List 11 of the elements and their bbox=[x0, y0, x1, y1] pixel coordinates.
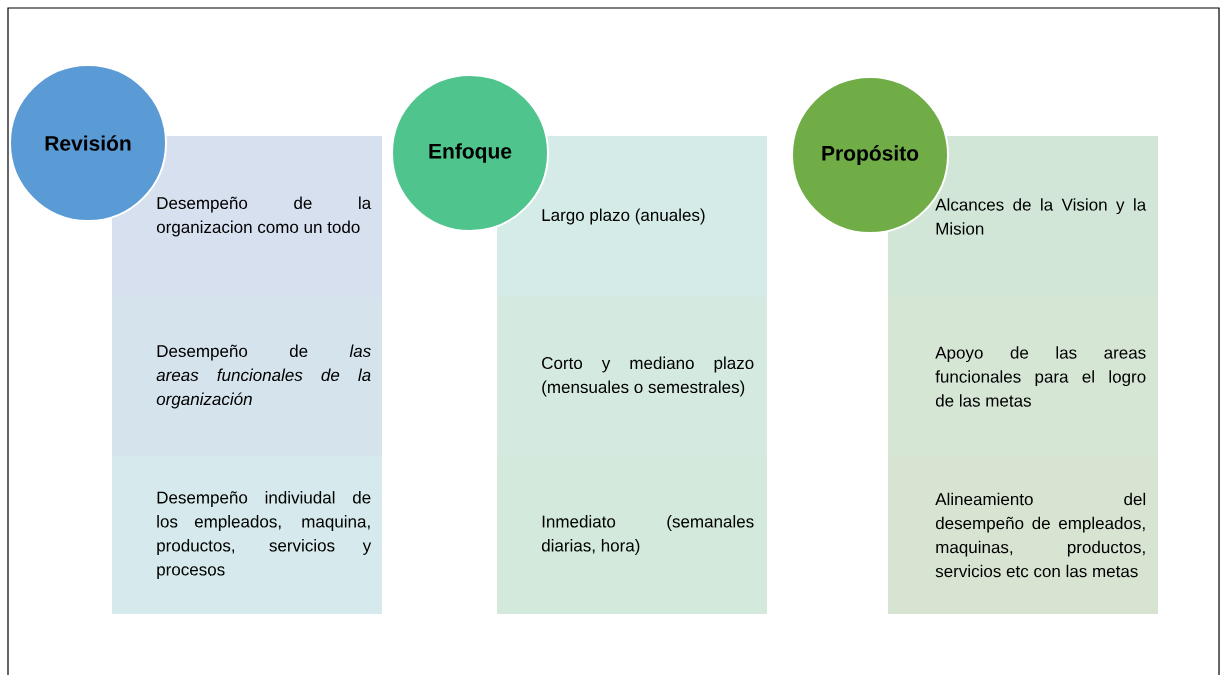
table-cell: Desempeño indiviudal de los empleados, maquina, productos, servicios y procesos bbox=[112, 456, 382, 614]
node-label: Inmediato (semanales diarias, hora) bbox=[541, 515, 754, 555]
node-label: Desempeño de las areas funcionales de la organización bbox=[156, 344, 371, 409]
table-cell: Alineamiento del desempeño de empleados, maquinas, productos, servicios etc con las metas bbox=[888, 456, 1158, 614]
table-cell: Inmediato (semanales diarias, hora) bbox=[497, 456, 767, 614]
table-cell: Corto y mediano plazo (mensuales o semestrales) bbox=[497, 297, 767, 456]
table-cell: Apoyo de las areas funcionales para el logro de las metas bbox=[888, 297, 1158, 456]
node-label: Corto y mediano plazo (mensuales o semestrales) bbox=[542, 356, 754, 397]
table-cell: Desempeño de las areas funcionales de la organización bbox=[112, 297, 382, 456]
node-label: Alineamiento del desempeño de empleados, maquinas, productos, servicios etc con las metas bbox=[935, 492, 1146, 578]
node-label: Apoyo de las areas funcionales para el logro de las metas bbox=[935, 346, 1146, 407]
